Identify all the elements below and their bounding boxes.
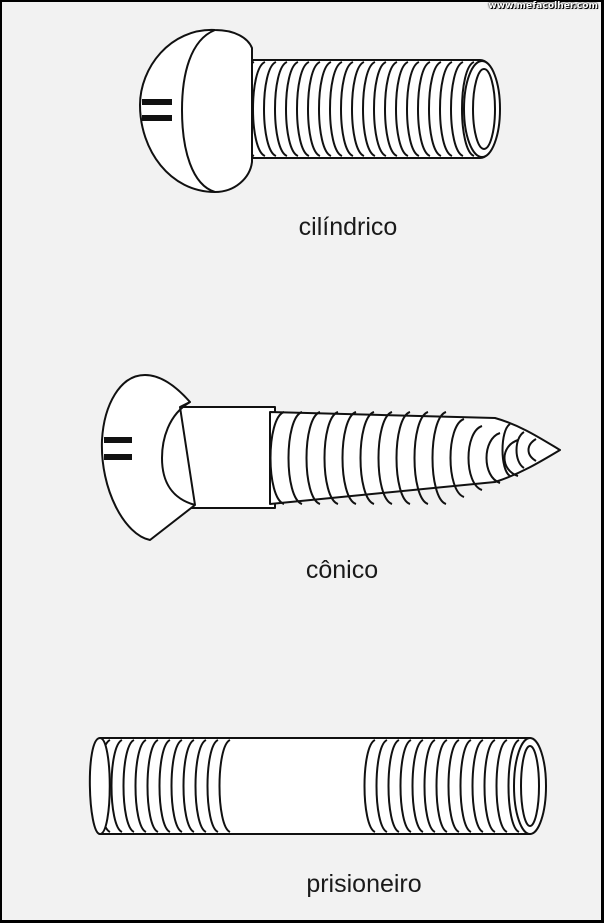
thread-arc [252, 61, 266, 157]
watermark: www.mefacolher.com [488, 1, 598, 11]
thread-arc [450, 61, 464, 157]
thread-arc [340, 61, 354, 157]
thread-arc [206, 739, 219, 833]
thread-arc [507, 739, 520, 833]
thread-arc [296, 61, 310, 157]
thread-arc [423, 739, 436, 833]
thread-arc [387, 739, 400, 833]
thread-arc [287, 411, 303, 505]
cylindrical-screw-shank [224, 59, 500, 159]
stud-thread-left [98, 739, 231, 833]
thread-arc [122, 739, 135, 833]
thread-arc [527, 438, 537, 462]
thread-arc [269, 411, 285, 505]
thread-arc [503, 439, 519, 477]
thread-arc [399, 739, 412, 833]
thread-arc [182, 739, 195, 833]
thread-arc [417, 61, 431, 157]
thread-arc [158, 739, 171, 833]
thread-arc [501, 423, 511, 477]
thread-arc [413, 411, 429, 505]
thread-arc [459, 739, 472, 833]
thread-arc [439, 61, 453, 157]
thread-arc [218, 739, 231, 833]
stud-illustration [88, 737, 547, 835]
thread-arc [395, 411, 411, 505]
thread-arc [431, 411, 447, 505]
thread-arc [285, 61, 299, 157]
thread-arc [449, 418, 465, 498]
thread-arc [194, 739, 207, 833]
thread-arc [495, 739, 508, 833]
thread-arc [323, 411, 339, 505]
thread-arc [467, 425, 483, 491]
thread-arc [305, 411, 321, 505]
thread-arc [363, 739, 376, 833]
thread-arc [515, 431, 525, 469]
stud-end-face [513, 737, 547, 835]
cylindrical-screw-end-inner [472, 68, 496, 150]
conical-screw-slot [104, 437, 132, 460]
cylindrical-screw-illustration [139, 28, 501, 193]
thread-arc [471, 739, 484, 833]
thread-arc [170, 739, 183, 833]
thread-arc [447, 739, 460, 833]
label-cylindrical: cilíndrico [298, 213, 398, 241]
conical-screw-head [100, 374, 196, 541]
thread-arc [406, 61, 420, 157]
cylindrical-screw-head [139, 28, 253, 193]
thread-arc [110, 739, 123, 833]
thread-arc [485, 432, 501, 484]
thread-arc [146, 739, 159, 833]
label-conical: cônico [305, 556, 379, 584]
thread-arc [341, 411, 357, 505]
cylindrical-screw-thread [219, 59, 501, 159]
thread-arc [263, 61, 277, 157]
thread-arc [461, 61, 475, 157]
thread-arc [483, 739, 496, 833]
thread-arc [411, 739, 424, 833]
thread-arc [395, 61, 409, 157]
thread-arc [351, 61, 365, 157]
thread-arc [362, 61, 376, 157]
thread-arc [428, 61, 442, 157]
cylindrical-screw-slot [142, 99, 172, 121]
conical-screw-illustration [100, 374, 561, 541]
stud-thread-right [363, 739, 520, 833]
thread-arc [318, 61, 332, 157]
thread-arc [134, 739, 147, 833]
thread-arc [377, 411, 393, 505]
thread-arc [384, 61, 398, 157]
thread-arc [359, 411, 375, 505]
label-stud: prisioneiro [306, 870, 422, 898]
cylindrical-screw-end [463, 60, 501, 158]
stud-body [99, 737, 531, 835]
thread-arc [307, 61, 321, 157]
thread-arc [375, 739, 388, 833]
conical-screw-thread [269, 411, 561, 505]
thread-arc [274, 61, 288, 157]
thread-arc [373, 61, 387, 157]
thread-arc [435, 739, 448, 833]
thread-arc [329, 61, 343, 157]
